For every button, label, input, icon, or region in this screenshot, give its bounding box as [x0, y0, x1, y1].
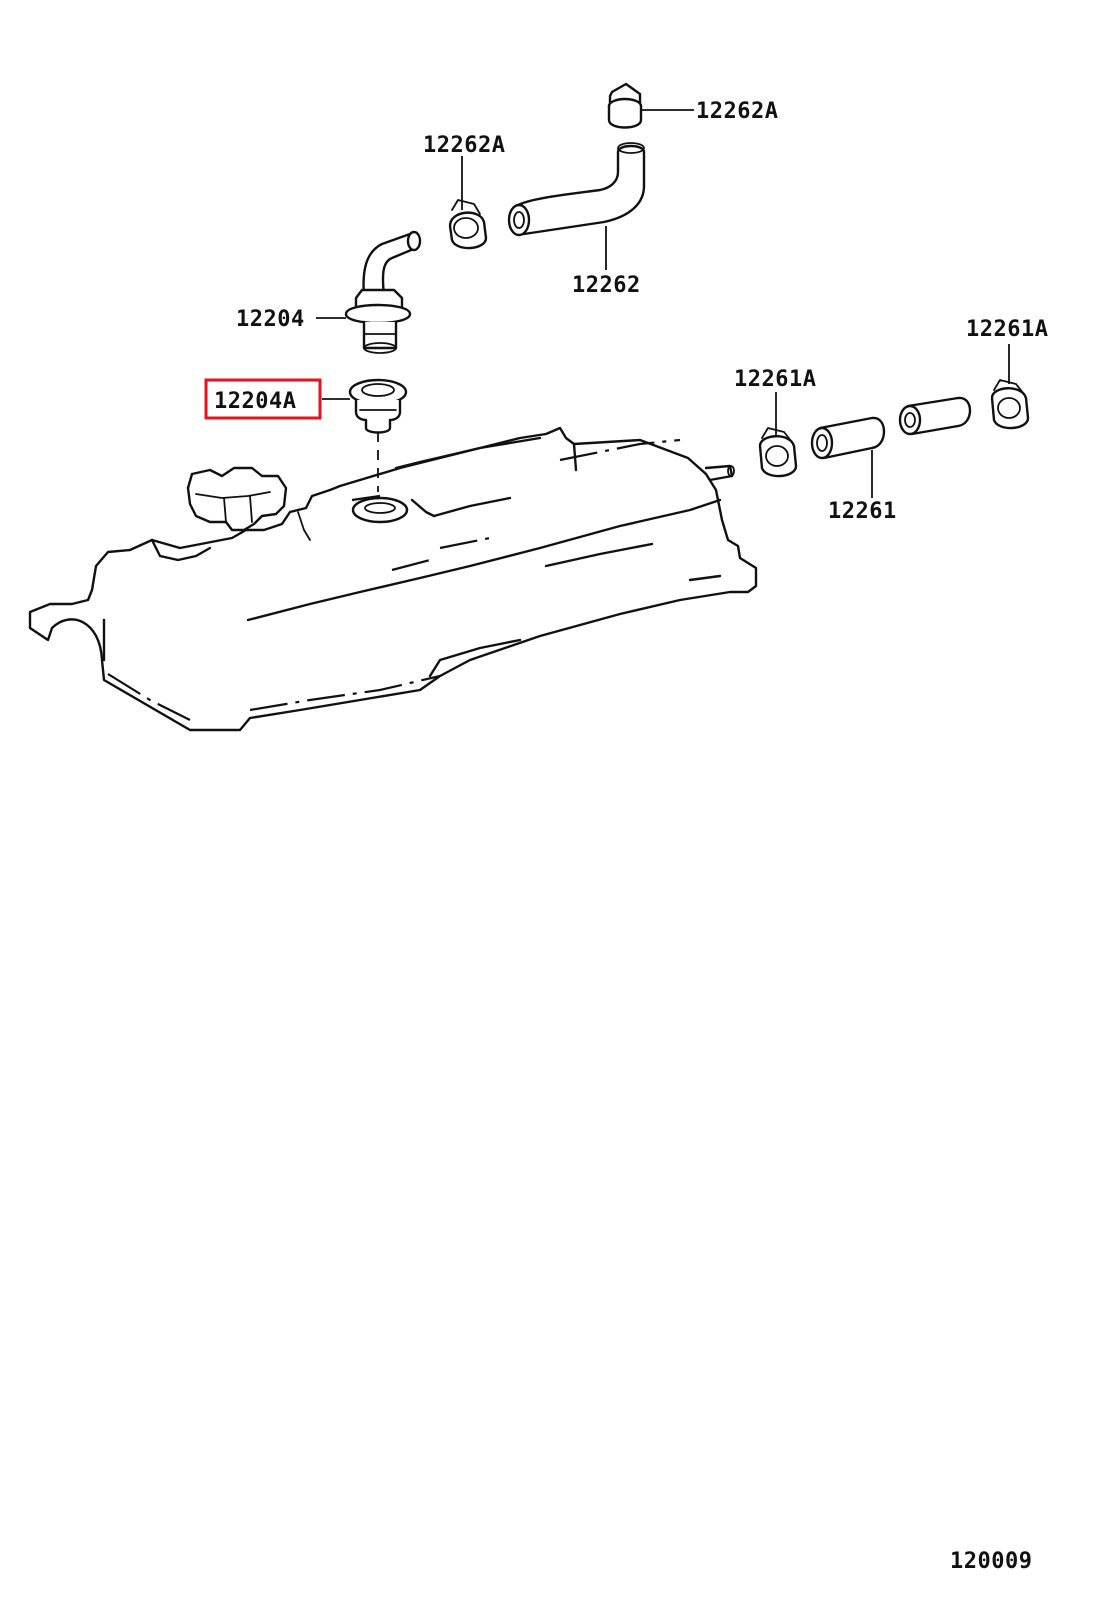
breather-hose-right: [810, 396, 972, 460]
diagram-id: 120009: [950, 1549, 1032, 1574]
highlight-box: [204, 378, 322, 420]
grommet-seat: [351, 496, 409, 524]
label-clamp-top[interactable]: 12262A: [696, 99, 778, 124]
oil-filler-cap: [186, 466, 288, 532]
label-clamp-right[interactable]: 12261A: [734, 367, 816, 392]
cylinder-head-cover: [28, 426, 758, 732]
grommet: [348, 378, 408, 434]
hose-clamp-right: [758, 427, 798, 478]
label-pcv-valve[interactable]: 12204: [236, 307, 305, 332]
label-hose-right[interactable]: 12261: [828, 499, 897, 524]
breather-nipple: [704, 464, 735, 482]
label-clamp-upper[interactable]: 12262A: [423, 133, 505, 158]
pcv-valve: [344, 230, 422, 354]
leader-lines: [316, 109, 1010, 498]
hose-clamp-top: [607, 82, 643, 129]
breather-hose-upper: [507, 142, 646, 237]
label-hose-upper[interactable]: 12262: [572, 273, 641, 298]
hose-clamp-far-right: [990, 379, 1030, 430]
label-grommet[interactable]: 12204A: [214, 389, 296, 414]
hose-clamp-upper: [448, 199, 488, 250]
label-clamp-right-top[interactable]: 12261A: [966, 317, 1048, 342]
